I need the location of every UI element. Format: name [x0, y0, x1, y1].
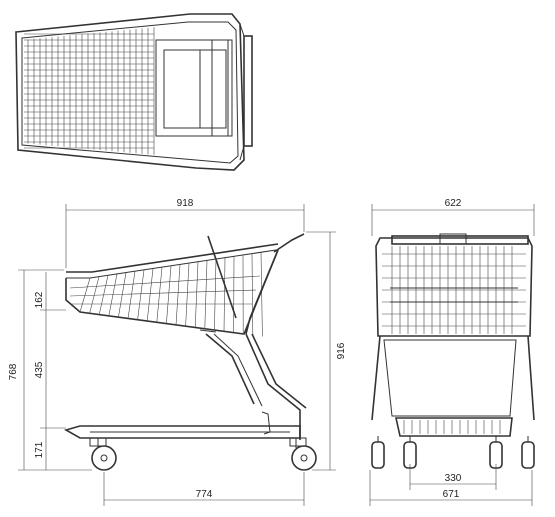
caster-wheel	[371, 441, 385, 469]
front-view-lower-frame	[371, 335, 535, 421]
side-view-handle	[273, 233, 305, 253]
top-view	[15, 13, 253, 171]
dim-label-overall-width: 622	[445, 198, 462, 209]
wire	[251, 253, 254, 336]
front-view-casters	[371, 436, 535, 469]
front-view	[371, 233, 535, 469]
side-view-front-caster	[89, 437, 117, 471]
wire	[146, 268, 154, 322]
dim-label-base-height: 171	[34, 441, 45, 458]
wire	[166, 265, 172, 324]
top-view-child-seat	[155, 39, 233, 137]
wire	[69, 275, 261, 289]
wire	[118, 272, 127, 318]
dim-label-wheelbase: 774	[196, 489, 213, 500]
side-view-rear-caster	[289, 437, 317, 471]
wire	[127, 271, 136, 319]
wire	[194, 261, 199, 328]
dim-label-handle-height: 768	[8, 363, 19, 380]
side-view-front-leg	[205, 333, 255, 405]
dim-label-basket-depth: 162	[34, 291, 45, 308]
side-view-basket-grid	[69, 252, 263, 337]
caster-wheel	[521, 441, 535, 469]
front-view-bottom-tray	[395, 417, 513, 437]
top-view-grid	[24, 27, 155, 155]
wire	[79, 277, 91, 313]
wire	[214, 259, 217, 331]
wire	[199, 329, 217, 333]
dim-label-overall-length: 918	[177, 198, 194, 209]
top-view-handle	[243, 35, 253, 147]
top-view-basket-outline	[15, 13, 245, 171]
front-view-basket-frame	[375, 237, 533, 337]
wire	[260, 252, 263, 337]
dim-label-basket-clearance: 435	[34, 361, 45, 378]
front-view-tray-grid	[403, 420, 501, 434]
wire	[175, 264, 181, 325]
front-view-basket-grid	[382, 246, 526, 334]
side-view-basket-top-rail	[66, 243, 279, 273]
wire	[137, 269, 145, 320]
wire	[204, 260, 208, 329]
wire	[156, 267, 163, 323]
side-view	[63, 233, 317, 471]
dimension-lines	[18, 204, 535, 506]
dim-label-front-wheel-track: 330	[445, 473, 462, 484]
dim-label-overall-height: 916	[336, 342, 347, 359]
side-view-rear-leg	[245, 333, 301, 440]
wire	[223, 257, 226, 332]
side-view-seat-bar	[207, 235, 237, 319]
dim-label-base-width: 671	[443, 489, 460, 500]
side-view-basket-bottom	[65, 249, 279, 335]
wire	[69, 289, 257, 297]
wire	[185, 263, 190, 327]
side-view-base-tray	[63, 425, 301, 439]
